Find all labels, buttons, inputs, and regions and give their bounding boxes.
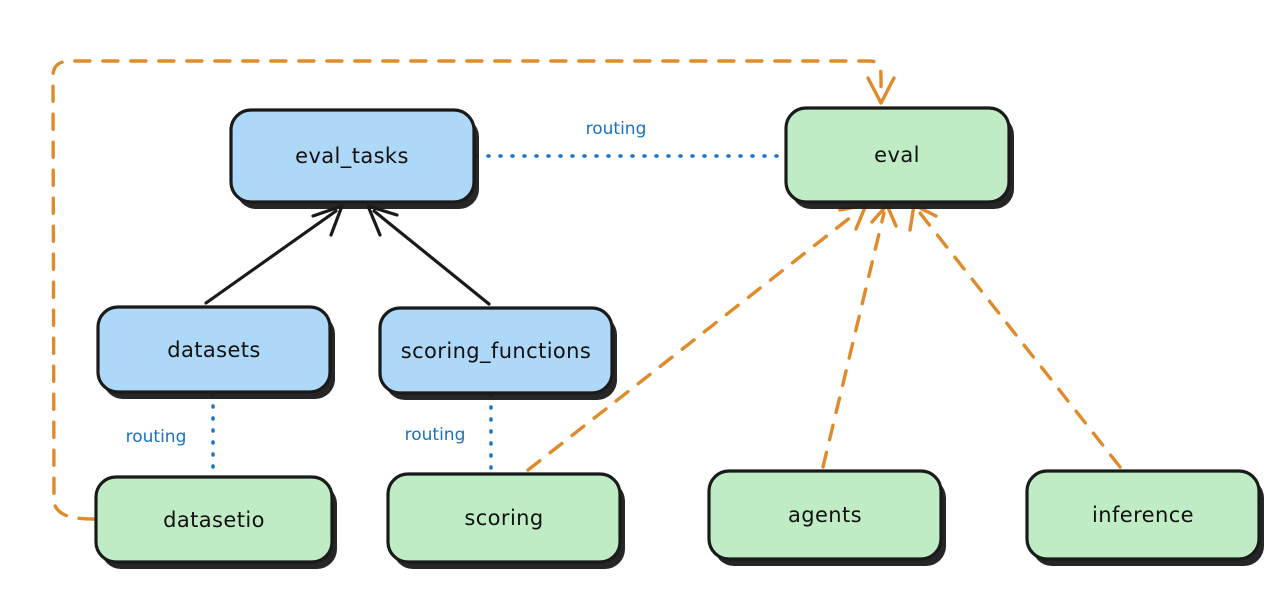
node-datasets-label: datasets: [167, 338, 261, 362]
nodes-group: eval_tasks eval datasets scoring_functio…: [94, 106, 1264, 569]
edge-path-agents-eval: [821, 211, 886, 469]
node-scoring-box[interactable]: [386, 472, 622, 564]
node-datasets[interactable]: datasets: [96, 305, 335, 399]
edge-label-routing-scoring-functions: routing: [405, 425, 466, 445]
node-datasetio-box[interactable]: [94, 475, 334, 564]
node-scoring-functions-box[interactable]: [378, 306, 614, 395]
edge-path-scoring-eval: [526, 211, 858, 472]
edge-path-datasets-eval-tasks: [204, 209, 338, 305]
node-inference-label: inference: [1092, 503, 1194, 527]
node-datasetio[interactable]: datasetio: [94, 475, 337, 569]
edge-agents-to-eval: [821, 203, 898, 469]
node-eval-box[interactable]: [784, 106, 1011, 204]
node-eval-tasks-box[interactable]: [229, 108, 476, 204]
edge-datasetio-to-eval: [51, 59, 896, 521]
node-scoring[interactable]: scoring: [386, 472, 625, 569]
arrowhead-datasets-eval-tasks: [311, 204, 344, 237]
edge-labels-group: routing routing routing: [126, 119, 647, 447]
node-scoring-label: scoring: [464, 506, 543, 530]
edges-group: [51, 59, 1122, 521]
node-scoring-functions[interactable]: scoring_functions: [378, 306, 617, 400]
edge-path-datasetio-eval: [51, 59, 883, 521]
node-eval-tasks[interactable]: eval_tasks: [229, 108, 479, 209]
edge-label-routing-eval-tasks: routing: [586, 119, 647, 139]
node-eval-label: eval: [874, 143, 920, 167]
edge-path-scoring-functions-eval-tasks: [372, 209, 491, 306]
arrowhead-datasetio-eval: [866, 76, 896, 105]
arrowhead-scoring-functions-eval-tasks: [366, 204, 399, 237]
edge-label-routing-datasets: routing: [126, 427, 187, 447]
edge-scoring-functions-to-eval-tasks: [366, 204, 491, 306]
node-agents[interactable]: agents: [707, 469, 946, 566]
node-eval-tasks-label: eval_tasks: [295, 144, 409, 169]
edge-datasets-to-eval-tasks: [204, 204, 344, 305]
node-eval[interactable]: eval: [784, 106, 1014, 209]
node-datasetio-label: datasetio: [163, 508, 265, 532]
node-agents-box[interactable]: [707, 469, 943, 561]
node-agents-label: agents: [788, 503, 862, 527]
edge-path-inference-eval: [918, 211, 1122, 469]
node-inference-box[interactable]: [1025, 469, 1261, 561]
node-inference[interactable]: inference: [1025, 469, 1264, 566]
node-datasets-box[interactable]: [96, 305, 332, 394]
edge-inference-to-eval: [908, 203, 1122, 469]
node-scoring-functions-label: scoring_functions: [401, 339, 591, 364]
